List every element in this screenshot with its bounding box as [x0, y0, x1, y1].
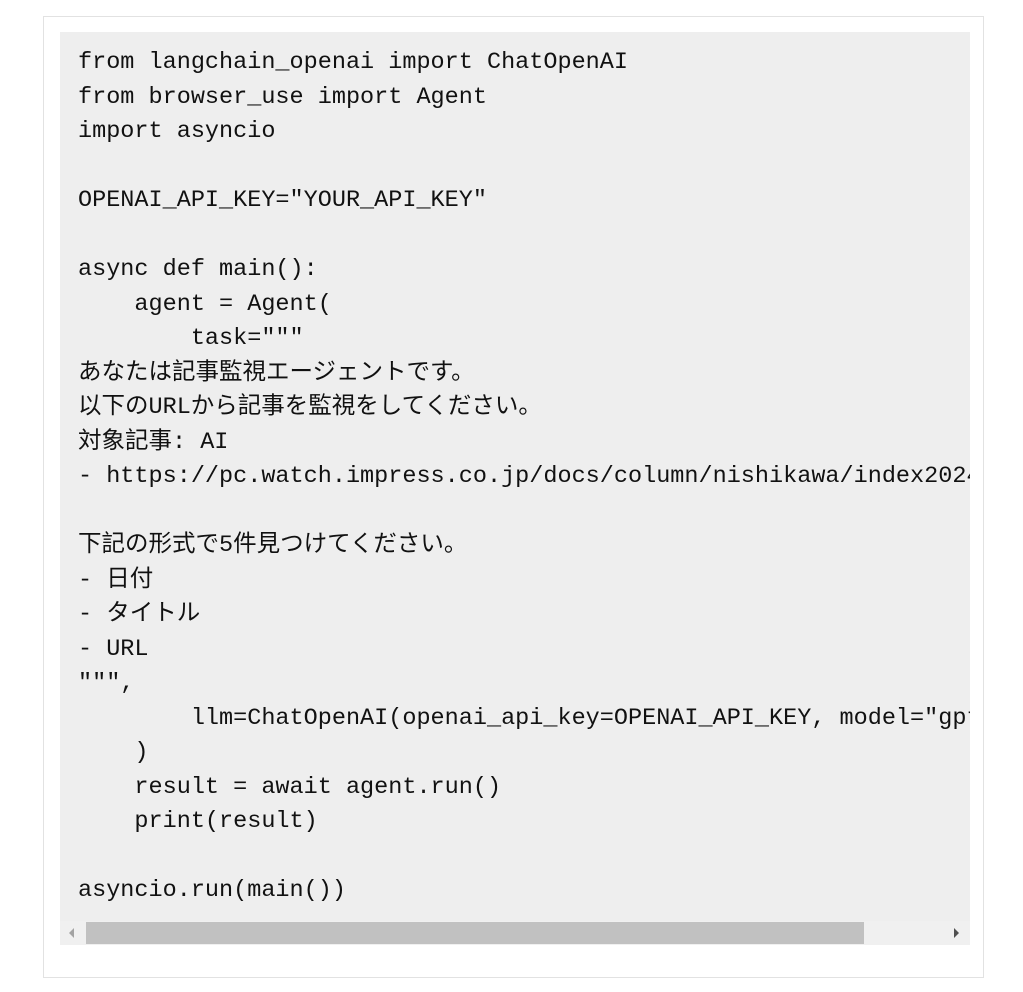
- code-line: [78, 150, 970, 185]
- code-line: 対象記事: AI: [78, 428, 229, 456]
- code-line: import asyncio: [78, 118, 276, 145]
- code-line: - 日付: [78, 566, 154, 594]
- code-line: ): [78, 739, 149, 766]
- code-line: OPENAI_API_KEY="YOUR_API_KEY": [78, 187, 487, 214]
- code-line: - https://pc.watch.impress.co.jp/docs/co…: [78, 463, 970, 490]
- code-line: [78, 840, 970, 875]
- code-line: print(result): [78, 808, 318, 835]
- code-line: from langchain_openai import ChatOpenAI: [78, 49, 628, 76]
- code-line: llm=ChatOpenAI(openai_api_key=OPENAI_API…: [78, 704, 970, 732]
- code-line: [78, 495, 970, 530]
- code-text: from langchain_openai import ChatOpenAI f…: [78, 46, 970, 909]
- code-line: - URL: [78, 635, 149, 663]
- code-line: async def main():: [78, 256, 318, 283]
- code-line: result = await agent.run(): [78, 773, 502, 801]
- code-line: [78, 219, 970, 254]
- horizontal-scrollbar[interactable]: [60, 921, 970, 945]
- code-line: あなたは記事監視エージェントです。: [78, 359, 475, 387]
- scrollbar-thumb[interactable]: [86, 922, 864, 944]
- code-line: agent = Agent(: [78, 290, 332, 318]
- code-line: 下記の形式で5件見つけてください。: [78, 532, 468, 559]
- code-line: task=""": [78, 325, 304, 352]
- code-line: asyncio.run(main()): [78, 877, 346, 904]
- code-block: from langchain_openai import ChatOpenAI f…: [60, 32, 970, 945]
- code-line: """,: [78, 670, 135, 697]
- scroll-left-arrow-icon[interactable]: [69, 928, 74, 938]
- code-line: from browser_use import Agent: [78, 83, 487, 111]
- code-line: - タイトル: [78, 601, 201, 628]
- code-line: 以下のURLから記事を監視をしてください。: [78, 394, 542, 421]
- scroll-right-arrow-icon[interactable]: [954, 928, 959, 938]
